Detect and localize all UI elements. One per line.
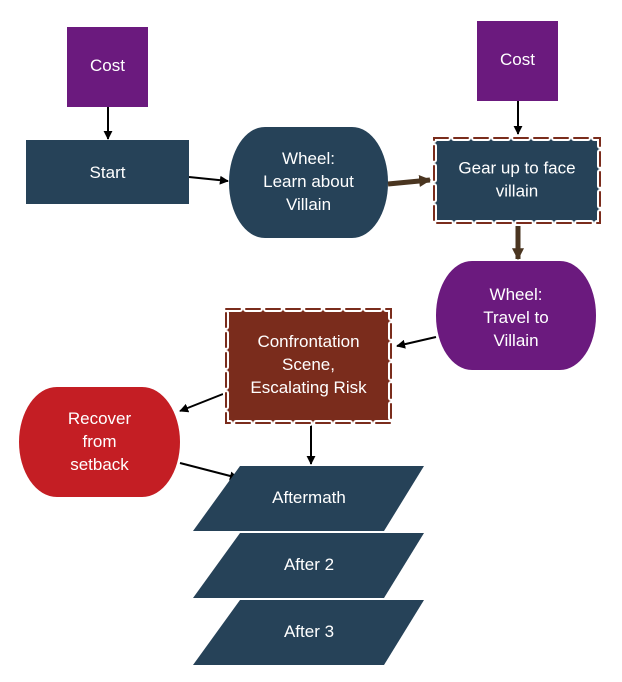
label-line: Villain [286, 195, 331, 214]
label-line: Travel to [483, 308, 549, 327]
node-after-3[interactable]: After 3 [193, 600, 424, 665]
label-line: Start [90, 163, 126, 182]
node-cost-2[interactable]: Cost [477, 21, 558, 101]
node-after-2[interactable]: After 2 [193, 533, 424, 598]
node-cost-1[interactable]: Cost [67, 27, 148, 107]
label-line: Aftermath [272, 488, 346, 507]
label-line: setback [70, 455, 129, 474]
label-line: Learn about [263, 172, 354, 191]
label-line: Wheel: [282, 149, 335, 168]
label-line: Confrontation [257, 332, 359, 351]
node-aftermath-label: Aftermath [272, 488, 346, 507]
label-line: villain [496, 182, 539, 201]
node-cost-2-label: Cost [500, 50, 535, 69]
edge-wheel-learn-to-gear-up [387, 175, 432, 187]
node-aftermath[interactable]: Aftermath [193, 466, 424, 531]
label-line: Villain [493, 331, 538, 350]
node-after-2-label: After 2 [284, 555, 334, 574]
edge-recover-to-aftermath [179, 462, 239, 481]
label-line: Cost [500, 50, 535, 69]
edge-confrontation-to-recover [179, 393, 224, 413]
edge-start-to-wheel-learn [188, 175, 229, 185]
node-start-label: Start [90, 163, 126, 182]
label-line: Escalating Risk [250, 378, 367, 397]
label-line: After 2 [284, 555, 334, 574]
node-wheel-travel-label: Wheel: Travel to Villain [483, 285, 549, 350]
label-line: After 3 [284, 622, 334, 641]
label-line: Wheel: [490, 285, 543, 304]
node-recover[interactable]: Recover from setback [19, 387, 180, 497]
label-line: Gear up to face [458, 159, 575, 178]
node-gear-up-label: Gear up to face villain [458, 159, 575, 201]
node-cost-1-label: Cost [90, 56, 125, 75]
node-gear-up[interactable]: Gear up to face villain [431, 135, 603, 226]
edges [103, 101, 524, 481]
edge-wheel-travel-to-confrontation [396, 336, 437, 349]
node-start[interactable]: Start [26, 140, 189, 204]
label-line: from [83, 432, 117, 451]
node-recover-label: Recover from setback [68, 409, 132, 474]
label-line: Cost [90, 56, 125, 75]
label-line: Recover [68, 409, 132, 428]
node-after-3-label: After 3 [284, 622, 334, 641]
label-line: Scene, [282, 355, 335, 374]
node-wheel-travel[interactable]: Wheel: Travel to Villain [436, 261, 596, 370]
